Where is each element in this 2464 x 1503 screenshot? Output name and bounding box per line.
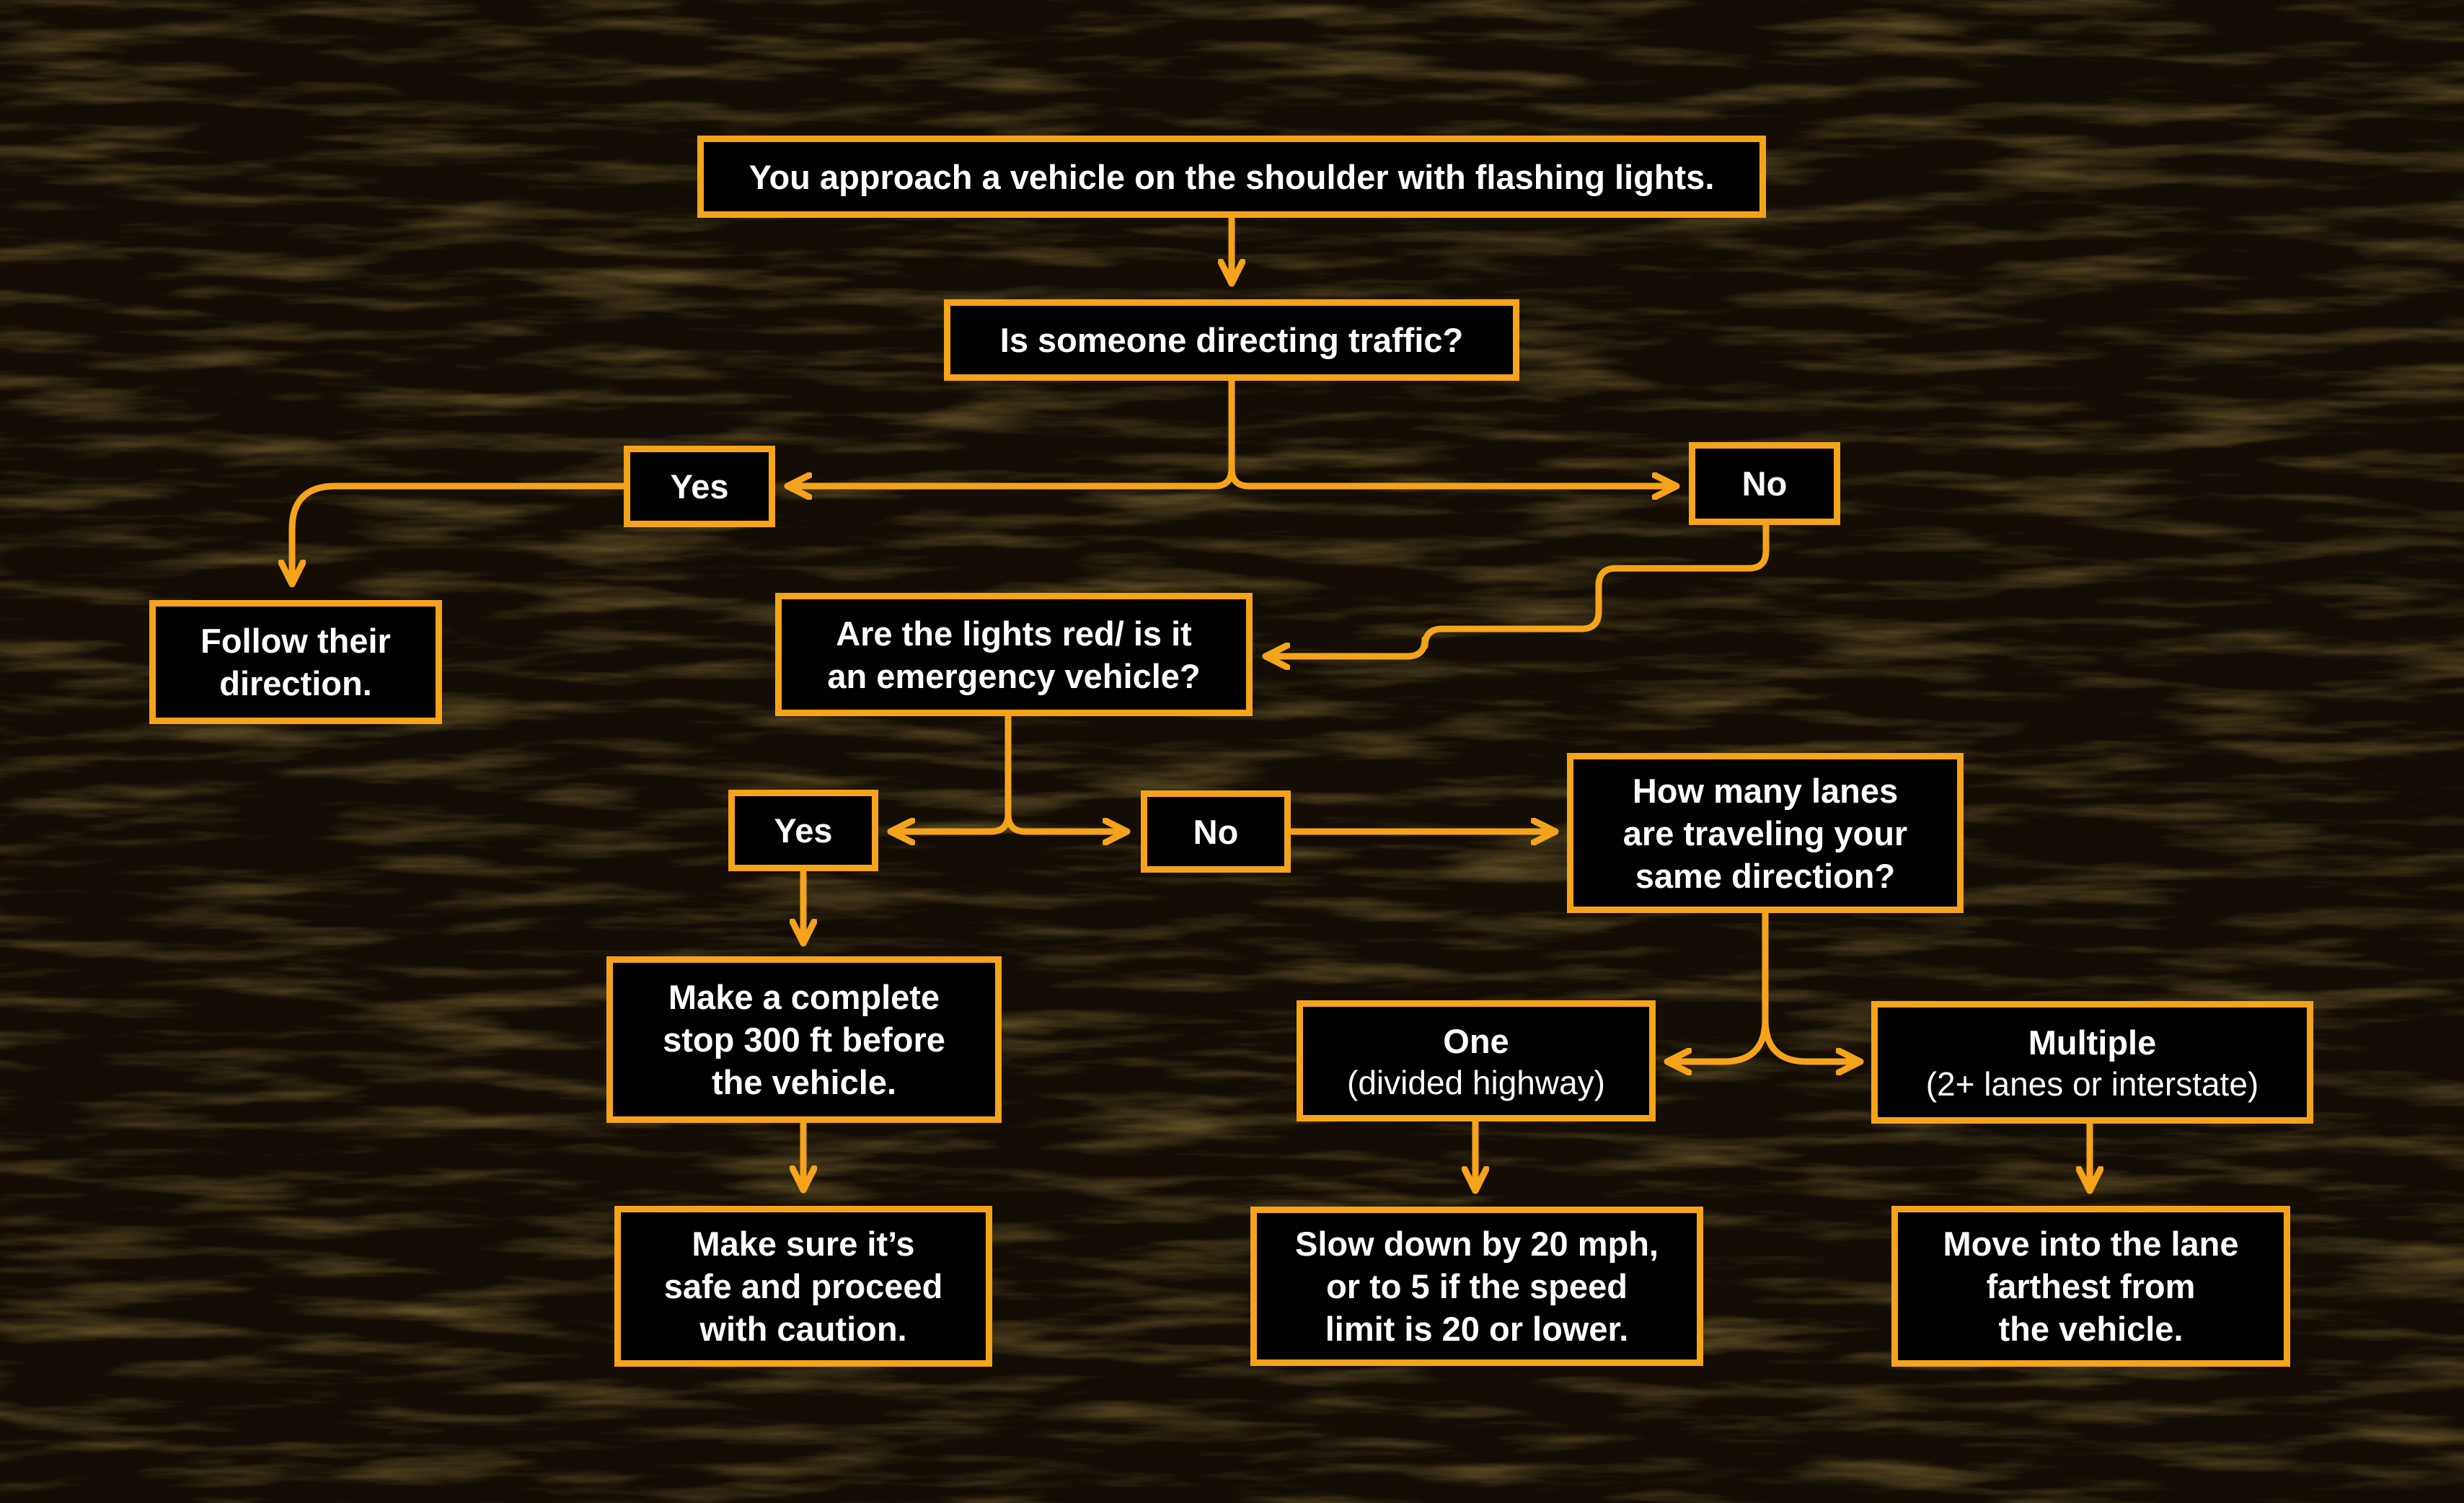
- lanes-line-3: same direction?: [1635, 856, 1896, 895]
- follow-direction-outcome: Follow their direction.: [149, 600, 442, 724]
- lights-yes-label: Yes: [728, 790, 878, 871]
- proceed-with-caution-instruction: Make sure it’s safe and proceed with cau…: [614, 1206, 992, 1367]
- safe-line-2: safe and proceed: [663, 1267, 943, 1305]
- directing-traffic-question: Is someone directing traffic?: [944, 299, 1519, 381]
- safe-line-1: Make sure it’s: [692, 1225, 915, 1263]
- slow-line-2: or to 5 if the speed: [1326, 1267, 1628, 1305]
- stop-line-2: stop 300 ft before: [663, 1021, 945, 1059]
- slow-down-instruction: Slow down by 20 mph, or to 5 if the spee…: [1250, 1207, 1703, 1366]
- complete-stop-instruction: Make a complete stop 300 ft before the v…: [606, 956, 1002, 1123]
- lights-yes-text: Yes: [774, 811, 833, 850]
- directing-no-text: No: [1741, 464, 1788, 503]
- lights-line-1: Are the lights red/ is it: [836, 614, 1192, 653]
- edge-lights-yes: [887, 713, 1012, 832]
- directing-traffic-text: Is someone directing traffic?: [999, 321, 1464, 359]
- lanes-line-2: are traveling your: [1622, 814, 1908, 852]
- edge-lanes-multiple: [1762, 1016, 1864, 1062]
- move-over-instruction: Move into the lane farthest from the veh…: [1891, 1206, 2290, 1367]
- lanes-question: How many lanes are traveling your same d…: [1567, 753, 1964, 913]
- follow-line-2: direction.: [219, 664, 372, 702]
- one-lane-option: One (divided highway): [1297, 1000, 1656, 1121]
- lights-no-text: No: [1193, 812, 1239, 851]
- directing-yes-label: Yes: [624, 446, 775, 527]
- edge-lanes-one: [1664, 909, 1769, 1062]
- slow-line-1: Slow down by 20 mph,: [1295, 1225, 1659, 1263]
- start-node-text: You approach a vehicle on the shoulder w…: [749, 157, 1715, 196]
- follow-line-1: Follow their: [200, 622, 391, 660]
- lanes-line-1: How many lanes: [1632, 771, 1899, 810]
- directing-yes-text: Yes: [670, 467, 729, 506]
- edge-no-lights: [1262, 521, 1770, 656]
- one-lane-title: One: [1443, 1021, 1509, 1060]
- move-line-3: the vehicle.: [1998, 1310, 2183, 1348]
- lights-question: Are the lights red/ is it an emergency v…: [775, 593, 1253, 716]
- edge-directing-no: [1228, 465, 1680, 486]
- multiple-lanes-subtitle: (2+ lanes or interstate): [1925, 1065, 2259, 1103]
- stop-line-3: the vehicle.: [712, 1063, 896, 1101]
- lights-no-label: No: [1141, 790, 1291, 873]
- start-node: You approach a vehicle on the shoulder w…: [697, 136, 1766, 218]
- multiple-lanes-option: Multiple (2+ lanes or interstate): [1871, 1001, 2313, 1124]
- slow-line-3: limit is 20 or lower.: [1325, 1310, 1629, 1348]
- edge-yes-follow: [292, 482, 627, 588]
- move-line-2: farthest from: [1986, 1267, 2196, 1305]
- multiple-lanes-title: Multiple: [2028, 1023, 2157, 1062]
- stop-line-1: Make a complete: [668, 978, 940, 1016]
- safe-line-3: with caution.: [699, 1310, 907, 1348]
- one-lane-subtitle: (divided highway): [1347, 1063, 1605, 1101]
- lights-line-2: an emergency vehicle?: [827, 656, 1201, 695]
- edge-lights-no: [1004, 811, 1131, 832]
- directing-no-label: No: [1689, 442, 1840, 525]
- move-line-1: Move into the lane: [1943, 1225, 2239, 1263]
- edge-directing-yes: [784, 377, 1235, 486]
